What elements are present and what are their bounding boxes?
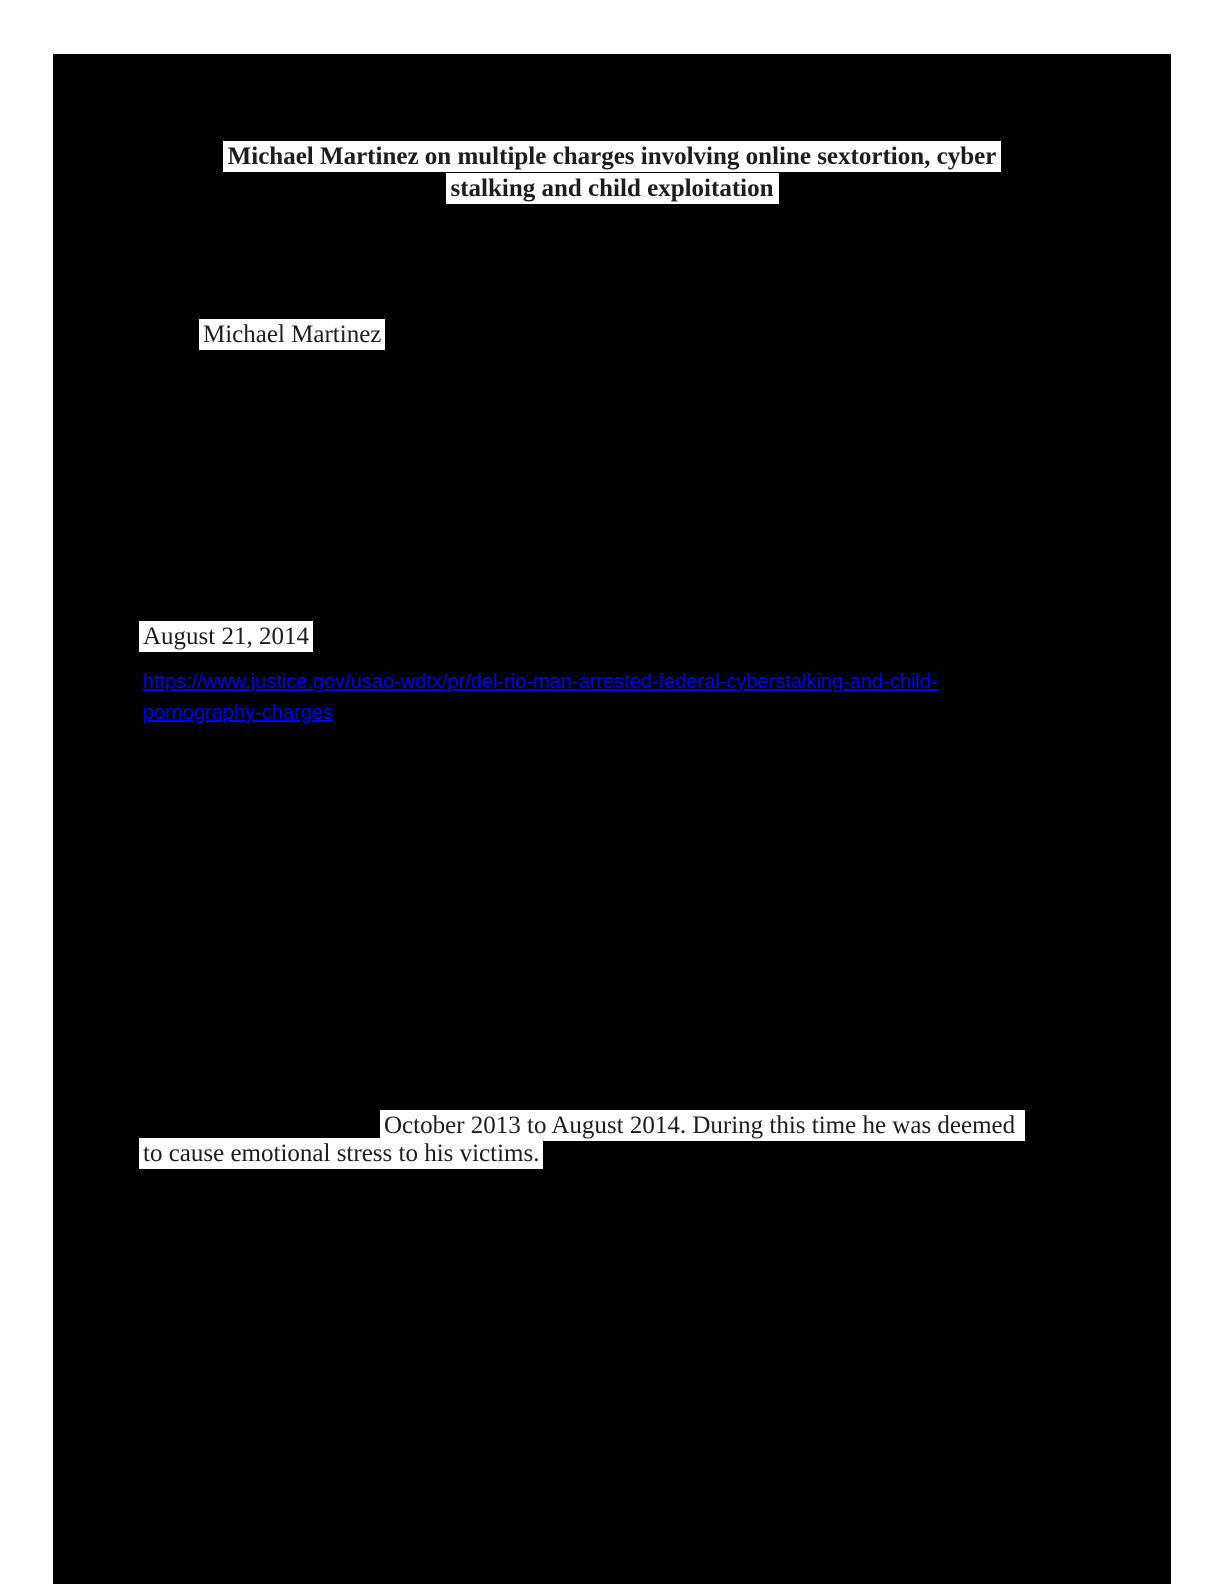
justice-gov-press-release-link[interactable]: https://www.justice.gov/usao-wdtx/pr/del… [143,667,1043,729]
document-title: Michael Martinez on multiple charges inv… [53,141,1171,205]
excerpt-line-1: October 2013 to August 2014. During this… [380,1110,1026,1141]
excerpt-line-2: to cause emotional stress to his victims… [139,1138,544,1169]
subject-name: Michael Martinez [199,319,386,350]
document-title-line-1: Michael Martinez on multiple charges inv… [222,141,1002,172]
link-text-line-2: pornography-charges [143,702,334,724]
link-text-line-1: https://www.justice.gov/usao-wdtx/pr/del… [143,671,938,693]
redaction-block [53,54,1171,1584]
document-title-line-2: stalking and child exploitation [445,173,779,204]
document-date: August 21, 2014 [139,621,313,652]
